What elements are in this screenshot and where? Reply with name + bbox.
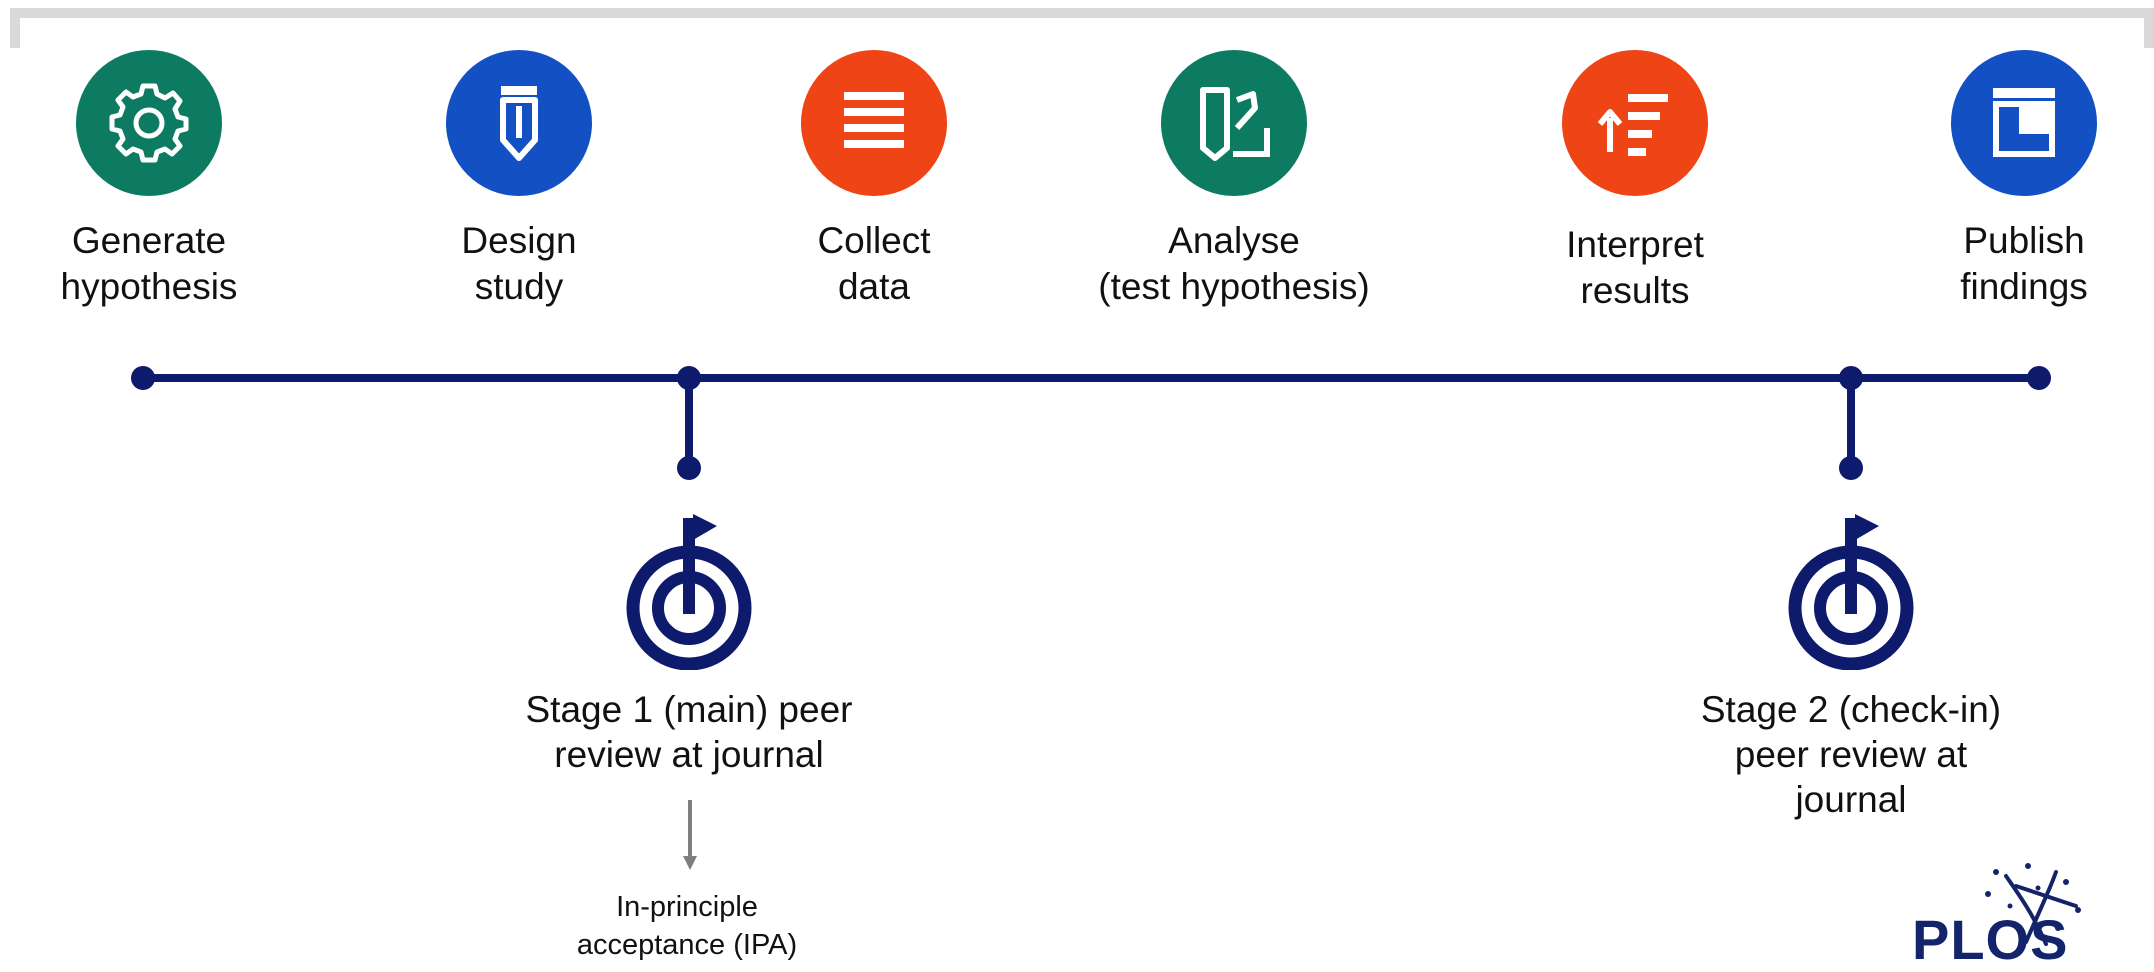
step-circle: [1562, 50, 1708, 196]
step-label: Publish findings: [1960, 220, 2088, 307]
step-label: Analyse (test hypothesis): [1098, 220, 1370, 307]
stage2-review: Stage 2 (check-in) peer review at journa…: [1591, 510, 2111, 822]
step-label: Design study: [461, 220, 577, 307]
step-generate-hypothesis: Generate hypothesis: [0, 50, 319, 310]
step-collect-data: Collect data: [704, 50, 1044, 310]
step-design-study: Design study: [349, 50, 689, 310]
frame-right-border: [2144, 8, 2154, 48]
frame-left-border: [10, 8, 20, 48]
window-icon: [1993, 88, 2055, 157]
step-analyse: Analyse (test hypothesis): [1064, 50, 1404, 310]
stage2-branch-dot: [1839, 456, 1863, 480]
timeline-end-dot: [2027, 366, 2051, 390]
plos-logo-graphic: [1985, 863, 2081, 946]
step-publish-findings: Publish findings: [1854, 50, 2154, 310]
step-label: Interpret results: [1566, 224, 1704, 311]
pencil-icon: [500, 86, 538, 161]
step-circle: [76, 50, 222, 196]
plos-logo-text: PLOS: [1912, 908, 2069, 971]
timeline-start-dot: [131, 366, 155, 390]
step-circle: [1951, 50, 2097, 196]
target-flag-icon: [626, 514, 752, 671]
review-label: Stage 2 (check-in) peer review at journa…: [1700, 689, 2002, 820]
stage1-review: Stage 1 (main) peer review at journal: [429, 510, 949, 777]
analyse-icon: [1200, 87, 1270, 161]
step-label: Collect data: [817, 220, 931, 307]
stage1-branch-dot: [677, 456, 701, 480]
step-circle: [446, 50, 592, 196]
step-interpret-results: Interpret results: [1465, 50, 1805, 314]
ipa-arrow: [683, 800, 697, 870]
ipa-label: In-principle acceptance (IPA): [576, 891, 798, 961]
step-circle: [801, 50, 947, 196]
list-icon: [844, 92, 904, 148]
frame-top-border: [10, 8, 2154, 18]
target-flag-icon: [1788, 514, 1914, 671]
step-circle: [1161, 50, 1307, 196]
review-label: Stage 1 (main) peer review at journal: [525, 689, 853, 775]
gear-icon: [109, 83, 189, 163]
step-label: Generate hypothesis: [60, 220, 238, 307]
sort-icon: [1597, 94, 1668, 156]
